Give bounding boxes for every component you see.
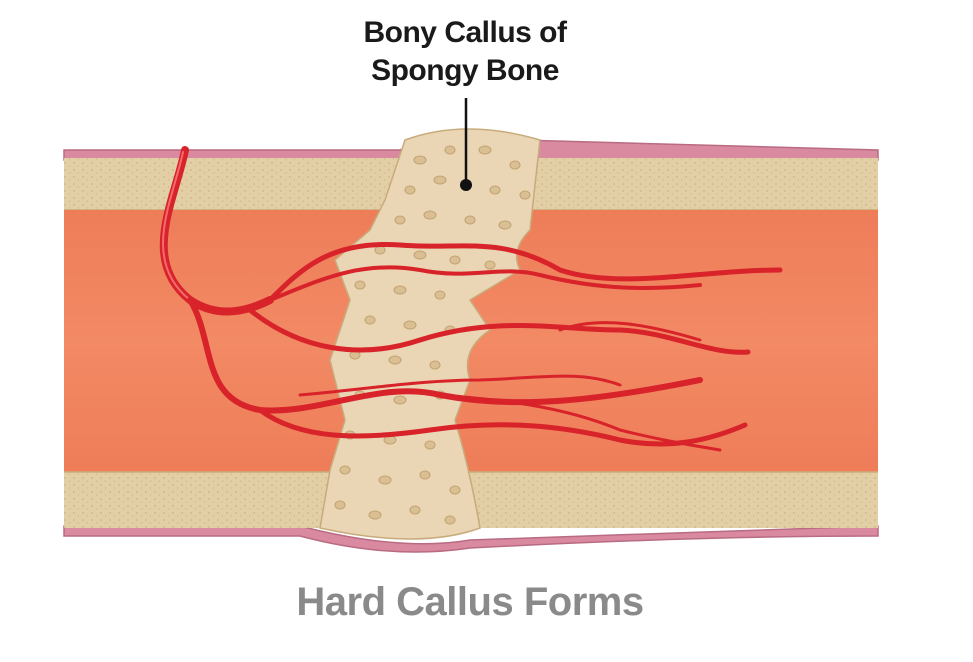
- periosteum-bottom: [63, 525, 879, 553]
- blood-vessels: [159, 146, 783, 452]
- figure-title: Hard Callus Forms: [296, 580, 644, 624]
- callout-marker-dot: [460, 179, 472, 191]
- callout-label: Bony Callus of Spongy Bone: [330, 14, 600, 90]
- spongy-bone-pores: [334, 145, 531, 525]
- callout-label-line1: Bony Callus of: [363, 16, 567, 49]
- callout-label-line2: Spongy Bone: [371, 54, 559, 87]
